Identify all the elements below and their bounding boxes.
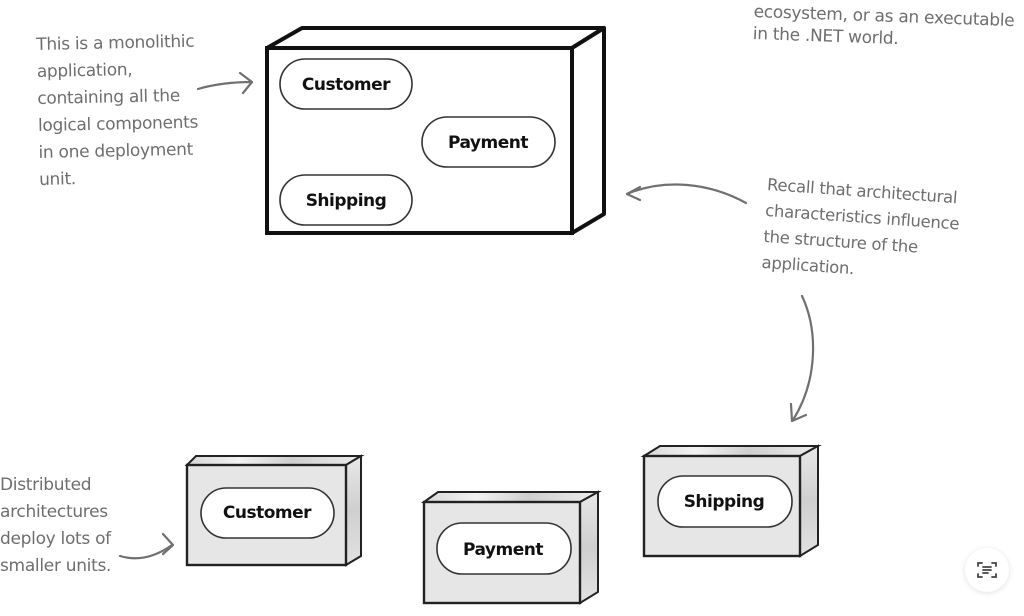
unit-label: Shipping <box>684 492 765 512</box>
component-label: Payment <box>448 133 528 153</box>
arrow-distributed-note <box>118 532 175 560</box>
unit-label: Payment <box>463 540 543 560</box>
monolith-component-customer: Customer <box>279 58 413 110</box>
distributed-unit-customer: Customer <box>184 454 365 567</box>
arrow-recall-to-units <box>789 294 815 423</box>
annotation-distributed: Distributed architectures deploy lots of… <box>0 475 112 576</box>
monolith-component-payment: Payment <box>421 116 556 168</box>
arrow-monolith-note <box>196 71 254 95</box>
distributed-unit-payment: Payment <box>420 490 602 605</box>
distributed-unit-shipping: Shipping <box>640 444 822 558</box>
text-scan-button[interactable] <box>965 548 1009 592</box>
monolith-side-face <box>570 26 606 235</box>
text-scan-icon <box>977 562 997 578</box>
monolith-top-face <box>265 26 606 50</box>
component-label: Customer <box>302 75 391 95</box>
unit-label: Customer <box>223 503 312 523</box>
monolith-box: Customer Payment Shipping <box>265 26 606 235</box>
arrow-recall-to-monolith <box>625 183 748 205</box>
component-label: Shipping <box>306 191 387 211</box>
monolith-component-shipping: Shipping <box>279 174 413 226</box>
